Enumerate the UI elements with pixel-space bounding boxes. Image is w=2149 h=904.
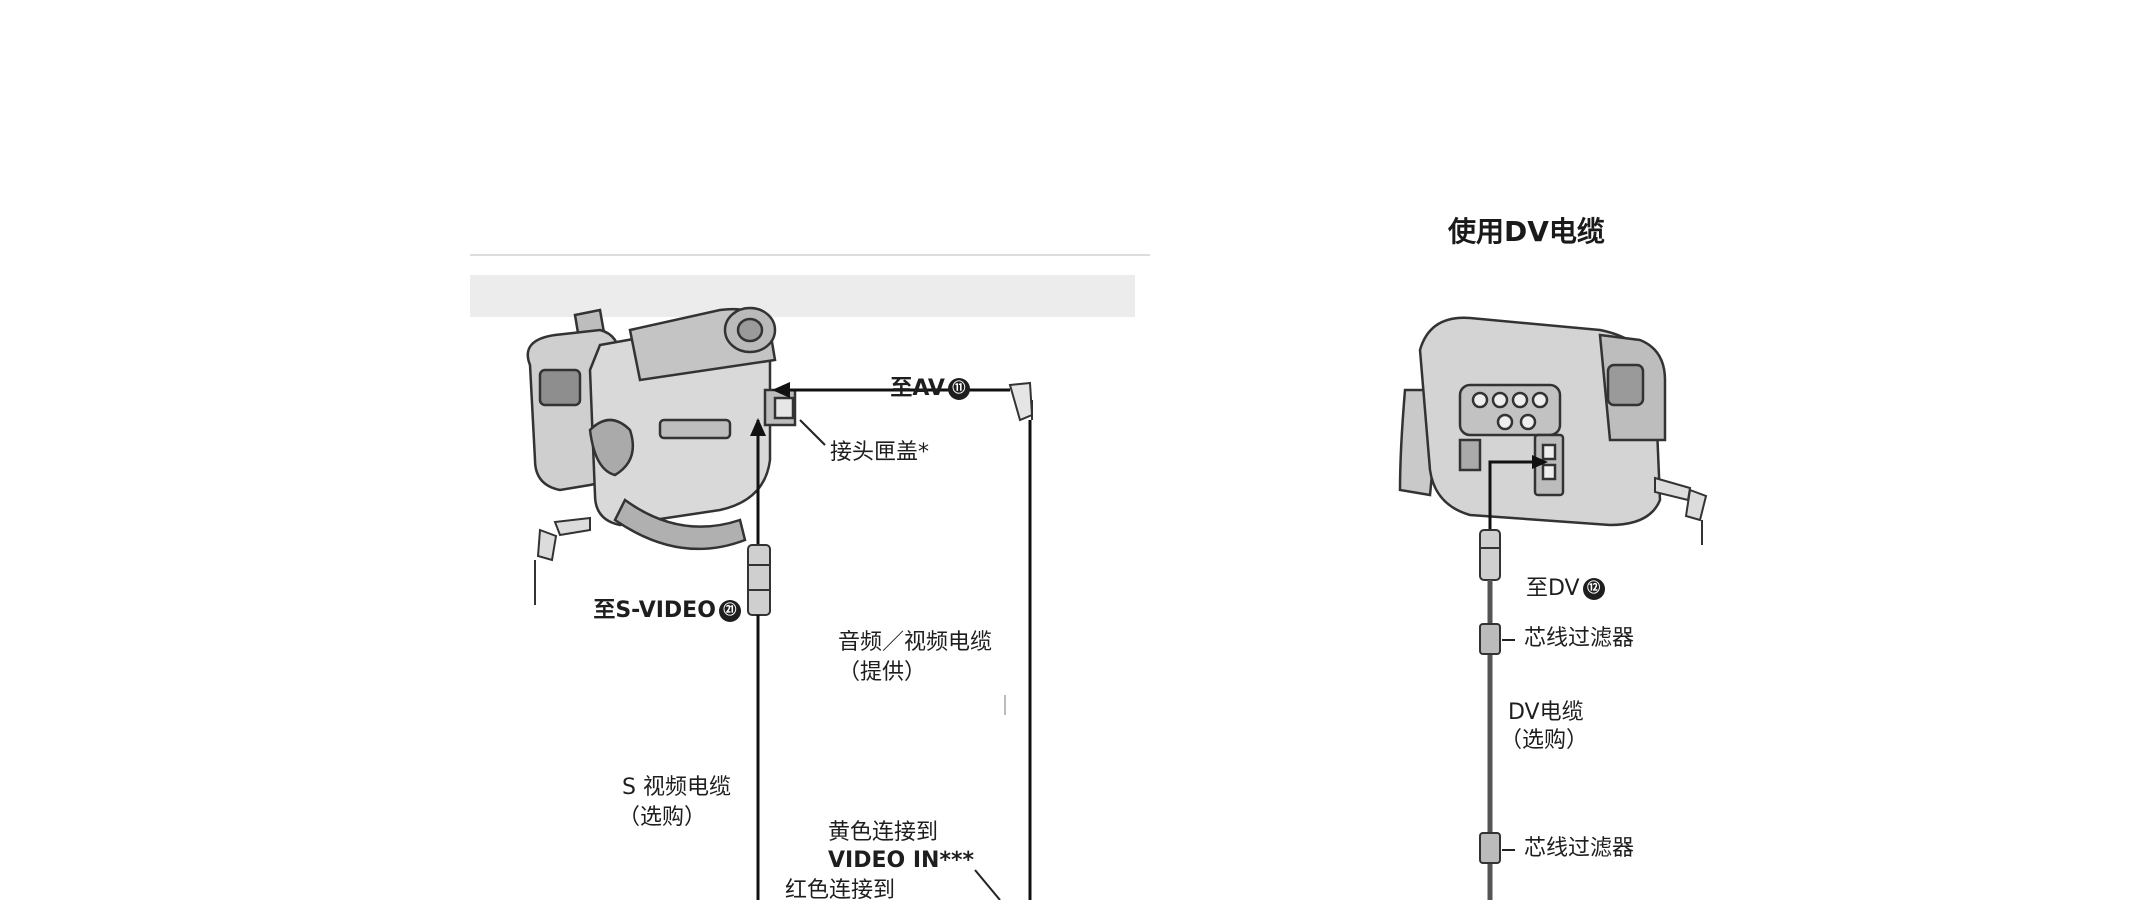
- core-filter-bottom: [1479, 832, 1501, 864]
- label-filter-top: 芯线过滤器: [1524, 626, 1635, 651]
- label-dv-cable-note: （选购）: [1500, 728, 1589, 753]
- right-hanging-plug: [1654, 476, 1708, 545]
- camcorder-rear-illustration: [1398, 316, 1667, 527]
- label-s-cable-note: （选购）: [618, 805, 707, 830]
- hanging-plug: [534, 516, 591, 605]
- badge-dv: ⑫: [1582, 578, 1605, 601]
- right-panel: [1398, 316, 1708, 900]
- label-to-dv-text: 至DV: [1526, 576, 1580, 602]
- label-av-cable: 音频／视频电缆: [838, 630, 993, 655]
- dv-arrow-head: [1532, 455, 1548, 469]
- scan-band: [470, 275, 1135, 317]
- label-dv-cable: DV电缆: [1508, 700, 1584, 725]
- badge-svideo: ㉑: [718, 600, 741, 623]
- svideo-arrow-head: [750, 418, 766, 436]
- badge-av: ⑪: [947, 378, 970, 401]
- svideo-plug: [747, 544, 771, 616]
- label-to-svideo-text: 至S-VIDEO: [593, 598, 716, 624]
- jack-cover-pointer: [799, 419, 826, 446]
- av-arrow-head: [772, 382, 790, 398]
- dv-plug: [1479, 529, 1501, 581]
- label-red: 红色连接到: [785, 878, 896, 903]
- label-filter-bottom: 芯线过滤器: [1524, 836, 1635, 861]
- camcorder-illustration: [526, 306, 797, 551]
- label-av-cable-note: （提供）: [838, 660, 927, 685]
- right-panel-title: 使用DV电缆: [1448, 215, 1605, 248]
- video-in-pointer: [974, 869, 1001, 900]
- av-plug: [1008, 381, 1034, 422]
- label-jack-cover: 接头匣盖*: [830, 440, 930, 465]
- left-panel: [470, 254, 1150, 900]
- label-yellow: 黄色连接到: [828, 820, 939, 845]
- label-s-cable: S 视频电缆: [622, 775, 731, 800]
- label-video-in: VIDEO IN***: [828, 848, 974, 873]
- label-to-av-text: 至AV: [890, 376, 945, 402]
- dv-arrow: [1488, 460, 1545, 530]
- core-filter-top: [1479, 623, 1501, 655]
